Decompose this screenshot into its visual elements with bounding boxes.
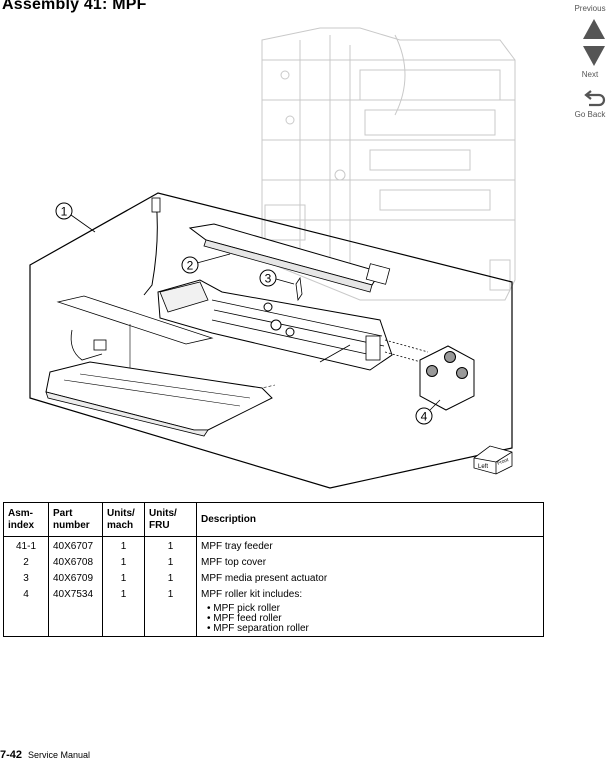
media-present-actuator [295,276,303,302]
table-row: 4 40X7534 1 1 MPF roller kit includes: M… [3,587,544,637]
header-units-fru: Units/FRU [144,502,197,537]
mpf-sheet [56,295,214,345]
triangle-down-icon[interactable] [582,45,606,67]
roller-kit [419,345,475,411]
table-row: 2 40X6708 1 1 MPF top cover [3,555,544,571]
page-footer: 7-42 Service Manual [0,749,90,761]
exploded-view-frame [29,192,513,489]
manual-name: Service Manual [28,750,91,760]
callout-circle-4 [415,407,433,425]
includes-list: MPF pick roller MPF feed roller MPF sepa… [207,604,539,634]
table-row: 41-1 40X6707 1 1 MPF tray feeder [3,536,544,555]
callout-4: 4 [421,410,428,424]
orientation-cube: Left Front [473,445,513,475]
list-item: MPF pick roller [207,604,539,614]
callout-circle-3 [259,269,277,287]
callout-1: 1 [61,205,68,219]
orientation-left-label: Left [478,464,488,470]
triangle-up-icon[interactable] [582,18,606,40]
callout-circle-1 [55,202,73,220]
description-with-includes: MPF roller kit includes: MPF pick roller… [196,587,544,637]
assembly-illustration: 1 2 3 [29,27,516,489]
previous-label[interactable]: Previous [574,4,606,13]
header-description: Description [196,502,544,537]
callout-2: 2 [187,259,194,273]
page-title: Assembly 41: MPF [2,0,147,13]
orientation-front-label: Front [496,457,510,467]
mpf-tray [45,329,273,437]
list-item: MPF separation roller [207,624,539,634]
mpf-top-cover [188,223,391,293]
return-arrow-icon[interactable] [583,88,607,108]
go-back-label[interactable]: Go Back [574,110,606,119]
callout-circle-2 [181,256,199,274]
page-number: 7-42 [0,749,23,761]
printer-frame-outline [261,27,516,301]
list-item: MPF feed roller [207,614,539,624]
mpf-tray-feeder [157,279,393,371]
callout-3: 3 [265,272,272,286]
next-label[interactable]: Next [581,70,599,79]
header-units-mach: Units/mach [102,502,145,537]
header-asm-index: Asm-index [3,502,49,537]
table-row: 3 40X6709 1 1 MPF media present actuator [3,571,544,587]
